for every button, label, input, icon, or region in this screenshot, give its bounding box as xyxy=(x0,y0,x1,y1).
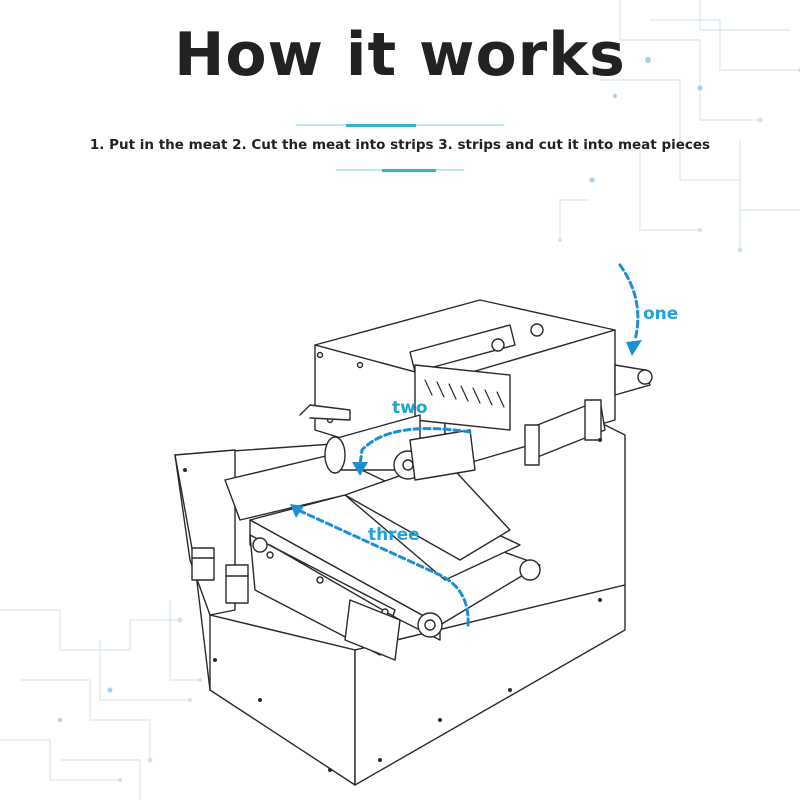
arrow-two-head xyxy=(352,462,368,476)
feed-arm xyxy=(524,364,653,466)
steps-description: 1. Put in the meat 2. Cut the meat into … xyxy=(89,137,711,153)
arrow-one xyxy=(618,263,640,342)
arrow-two xyxy=(358,427,472,467)
arrow-three-head xyxy=(290,504,304,518)
label-three: three xyxy=(368,525,420,545)
cabinet-screws xyxy=(183,438,602,772)
arrow-three xyxy=(296,508,470,627)
left-handle xyxy=(299,404,351,421)
title-divider xyxy=(296,123,504,127)
page-title: How it works xyxy=(174,20,626,90)
subtitle-divider xyxy=(336,168,464,172)
label-one: one xyxy=(643,304,678,324)
label-two: two xyxy=(392,398,428,418)
feed-roller xyxy=(324,414,476,481)
conveyor-belt xyxy=(249,494,541,661)
arrow-one-head xyxy=(626,340,642,356)
side-hinges xyxy=(191,547,249,604)
